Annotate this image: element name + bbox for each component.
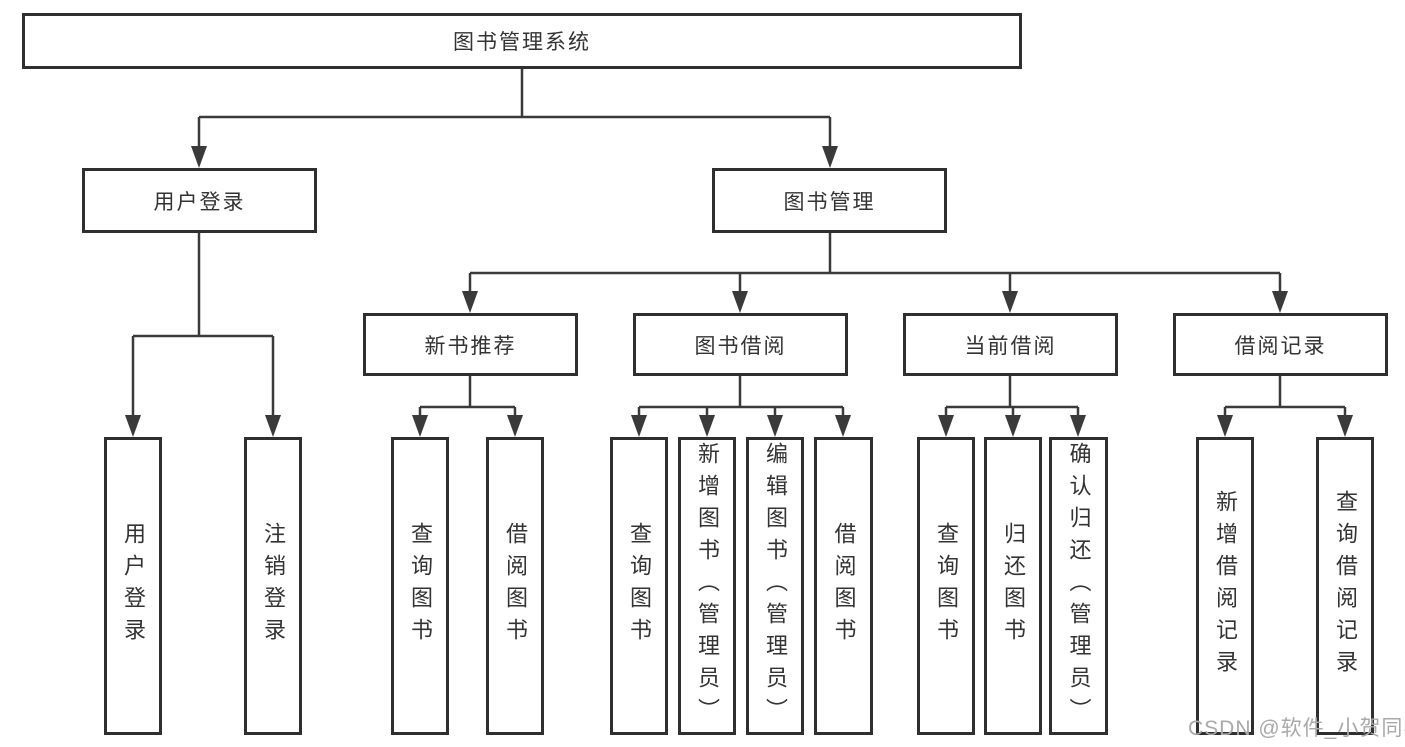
csdn-watermark: CSDN @软件_小贺同学 xyxy=(1188,717,1405,740)
node-library-management-system: 图书管理系统 xyxy=(22,13,1022,69)
node-current-borrowing: 当前借阅 xyxy=(903,313,1118,376)
node-query-books: 查询图书 xyxy=(917,437,975,735)
node-label: 注销登录 xyxy=(261,522,286,650)
node-label: 编辑图书（管理员） xyxy=(763,442,788,730)
node-label: 用户登录 xyxy=(121,522,146,650)
node-query-books: 查询图书 xyxy=(610,437,668,735)
node-add-borrow-record: 新增借阅记录 xyxy=(1196,437,1254,735)
node-label: 确认归还（管理员） xyxy=(1066,442,1092,730)
node-edit-books-admin: 编辑图书（管理员） xyxy=(746,437,804,735)
node-user-login-leaf: 用户登录 xyxy=(104,437,162,735)
node-user-login: 用户登录 xyxy=(82,168,317,233)
node-label: 查询图书 xyxy=(934,522,959,650)
node-label: 用户登录 xyxy=(153,190,246,214)
node-add-books-admin: 新增图书（管理员） xyxy=(678,437,736,735)
node-book-borrowing: 图书借阅 xyxy=(633,313,848,376)
node-label: 查询借阅记录 xyxy=(1333,490,1358,682)
node-return-books: 归还图书 xyxy=(984,437,1042,735)
node-label: 图书管理系统 xyxy=(453,31,591,54)
node-label: 借阅图书 xyxy=(503,522,528,650)
node-query-borrow-record: 查询借阅记录 xyxy=(1316,437,1374,735)
node-label: 归还图书 xyxy=(1001,522,1026,650)
node-label: 图书管理 xyxy=(783,190,876,214)
node-label: 新增图书（管理员） xyxy=(695,442,720,730)
node-label: 借阅图书 xyxy=(831,522,857,650)
node-label: 当前借阅 xyxy=(964,334,1057,358)
node-label: 查询图书 xyxy=(408,522,433,650)
node-confirm-return-admin: 确认归还（管理员） xyxy=(1049,437,1108,735)
node-label: 新增借阅记录 xyxy=(1213,490,1238,682)
node-label: 图书借阅 xyxy=(694,334,787,358)
node-new-book-recommendation: 新书推荐 xyxy=(363,313,578,376)
node-label: 查询图书 xyxy=(627,522,652,650)
node-label: 新书推荐 xyxy=(424,334,517,358)
node-label: 借阅记录 xyxy=(1234,334,1327,358)
node-borrowing-records: 借阅记录 xyxy=(1173,313,1388,376)
node-logout: 注销登录 xyxy=(244,437,302,735)
node-query-books: 查询图书 xyxy=(391,437,449,735)
node-book-management: 图书管理 xyxy=(712,168,947,233)
node-borrow-books: 借阅图书 xyxy=(814,437,873,735)
node-borrow-books: 借阅图书 xyxy=(486,437,544,735)
